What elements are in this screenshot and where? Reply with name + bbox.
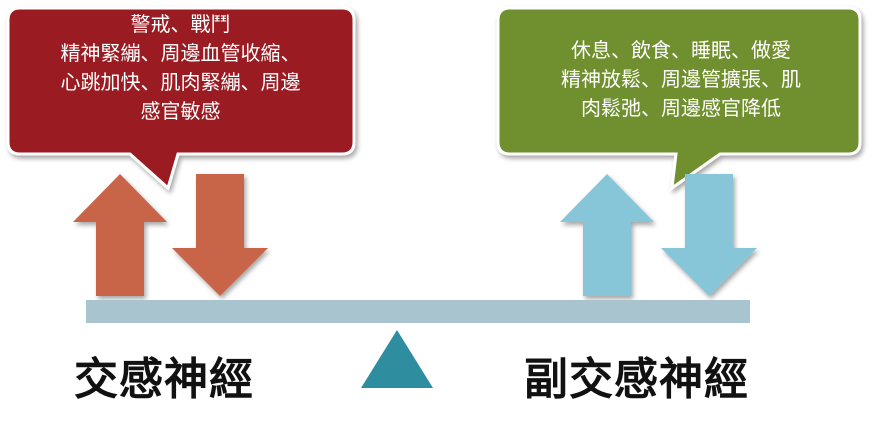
parasympathetic-down-arrow [661, 174, 757, 296]
parasympathetic-effects-text: 休息、飲食、睡眠、做愛 精神放鬆、周邊管擴張、肌 肉鬆弛、周邊感官降低 [503, 36, 859, 123]
parasympathetic-effects-line: 肉鬆弛、周邊感官降低 [581, 96, 781, 120]
balance-beam [86, 300, 750, 323]
parasympathetic-effects-line: 休息、飲食、睡眠、做愛 [571, 38, 791, 62]
sympathetic-speech-bubble [6, 6, 356, 191]
sympathetic-effects-line: 警戒、戰鬥 [130, 12, 231, 36]
parasympathetic-effects-line: 精神放鬆、周邊管擴張、肌 [561, 67, 801, 91]
parasympathetic-label: 副交感神經 [524, 354, 749, 405]
fulcrum-triangle [361, 330, 433, 388]
sympathetic-effects-line: 心跳加快、肌肉緊繃、周邊 [60, 70, 301, 94]
sympathetic-effects-line: 精神緊繃、周邊血管收縮、 [60, 41, 301, 65]
parasympathetic-speech-bubble [496, 6, 862, 192]
sympathetic-effects-text: 警戒、戰鬥 精神緊繃、周邊血管收縮、 心跳加快、肌肉緊繃、周邊 感官敏感 [12, 10, 349, 126]
sympathetic-label: 交感神經 [74, 354, 254, 405]
parasympathetic-up-arrow [560, 174, 654, 296]
sympathetic-down-arrow [172, 174, 268, 296]
sympathetic-effects-line: 感官敏感 [140, 99, 221, 123]
sympathetic-up-arrow [73, 174, 167, 296]
